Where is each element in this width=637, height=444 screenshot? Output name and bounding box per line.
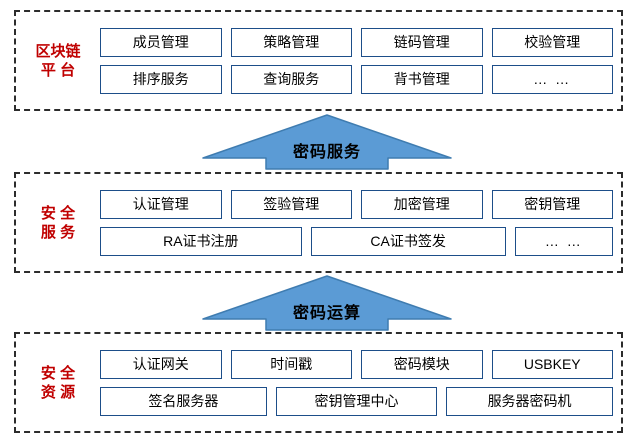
layer-body-security-resource: 认证网关 时间戳 密码模块 USBKEY 签名服务器 密钥管理中心 服务器密码机 (100, 349, 621, 416)
node-endorsement-management[interactable]: 背书管理 (361, 64, 483, 94)
layer-row: 排序服务 查询服务 背书管理 … … (100, 64, 613, 94)
layer-row: 认证网关 时间戳 密码模块 USBKEY (100, 349, 613, 379)
layer-row: RA证书注册 CA证书签发 … … (100, 226, 614, 256)
arrow-crypto-compute: 密码运算 (192, 275, 462, 331)
node-authentication-management[interactable]: 认证管理 (100, 189, 222, 219)
layer-title-security-service: 安 全 服 务 (40, 204, 76, 241)
node-key-management[interactable]: 密钥管理 (491, 189, 613, 219)
node-verification-management[interactable]: 校验管理 (491, 27, 613, 57)
node-policy-management[interactable]: 策略管理 (230, 27, 352, 57)
node-server-cryptographic-machine[interactable]: 服务器密码机 (446, 386, 613, 416)
layer-row: 成员管理 策略管理 链码管理 校验管理 (100, 27, 613, 57)
node-authentication-gateway[interactable]: 认证网关 (100, 349, 222, 379)
layer-row: 认证管理 签验管理 加密管理 密钥管理 (100, 189, 613, 219)
node-timestamp[interactable]: 时间戳 (230, 349, 352, 379)
layer-body-security-service: 认证管理 签验管理 加密管理 密钥管理 RA证书注册 CA证书签发 … … (100, 189, 621, 256)
layer-security-resource: 安 全 资 源 认证网关 时间戳 密码模块 USBKEY 签名服务器 密钥管理中… (14, 332, 623, 433)
node-ca-certificate-issuance[interactable]: CA证书签发 (310, 226, 506, 256)
arrow-label-crypto-service: 密码服务 (292, 144, 361, 161)
node-usbkey[interactable]: USBKEY (491, 349, 613, 379)
layer-title-security-resource: 安 全 资 源 (40, 364, 76, 401)
arrow-label-crypto-compute: 密码运算 (292, 305, 361, 322)
layer-body-blockchain-platform: 成员管理 策略管理 链码管理 校验管理 排序服务 查询服务 背书管理 … … (100, 27, 621, 94)
node-query-service[interactable]: 查询服务 (230, 64, 352, 94)
arrow-crypto-service: 密码服务 (192, 114, 462, 170)
node-chaincode-management[interactable]: 链码管理 (361, 27, 483, 57)
layer-blockchain-platform: 区块链 平 台 成员管理 策略管理 链码管理 校验管理 排序服务 查询服务 背书… (14, 10, 623, 111)
node-more-platform[interactable]: … … (491, 64, 613, 94)
node-encryption-management[interactable]: 加密管理 (361, 189, 483, 219)
node-more-service[interactable]: … … (514, 226, 614, 256)
arrow-up-icon (202, 275, 452, 331)
node-ra-certificate-registration[interactable]: RA证书注册 (100, 226, 302, 256)
node-signature-verification-management[interactable]: 签验管理 (230, 189, 352, 219)
layer-security-service: 安 全 服 务 认证管理 签验管理 加密管理 密钥管理 RA证书注册 CA证书签… (14, 172, 623, 273)
layer-row: 签名服务器 密钥管理中心 服务器密码机 (100, 386, 613, 416)
node-ordering-service[interactable]: 排序服务 (100, 64, 222, 94)
arrow-up-icon (202, 114, 452, 170)
node-crypto-module[interactable]: 密码模块 (361, 349, 483, 379)
layer-title-blockchain-platform: 区块链 平 台 (35, 42, 81, 79)
node-signature-server[interactable]: 签名服务器 (100, 386, 267, 416)
node-key-management-center[interactable]: 密钥管理中心 (275, 386, 438, 416)
node-member-management[interactable]: 成员管理 (100, 27, 222, 57)
